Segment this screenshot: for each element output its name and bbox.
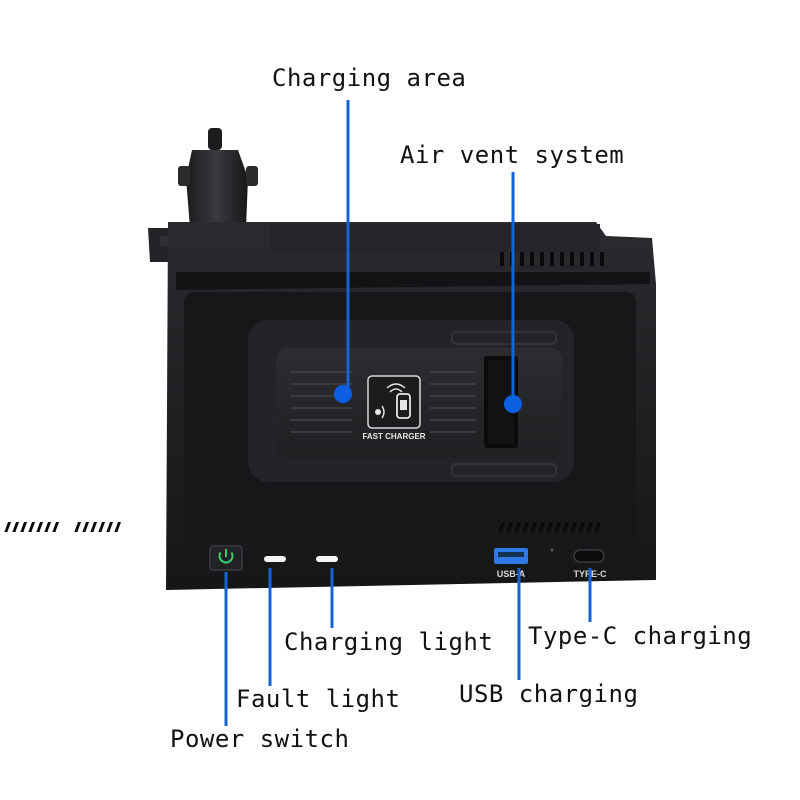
callout-air-vent-system: Air vent system <box>400 141 625 169</box>
callout-dot-charging-area <box>334 385 352 403</box>
callout-power-switch: Power switch <box>170 725 350 753</box>
usb-a-port[interactable] <box>494 548 528 564</box>
callout-charging-light: Charging light <box>284 628 494 656</box>
usb-port-label: USB-A <box>497 569 526 579</box>
callout-fault-light: Fault light <box>236 685 401 713</box>
fast-charger-badge <box>367 375 421 429</box>
indicator-dot <box>550 548 554 552</box>
bottom-vent-left <box>4 522 122 532</box>
bottom-vent-right <box>498 522 602 532</box>
charging-light <box>316 556 338 562</box>
fault-light <box>264 556 286 562</box>
callout-lines <box>224 100 592 726</box>
callout-usb-charging: USB charging <box>459 680 639 708</box>
power-icon <box>218 549 234 564</box>
fast-charger-label: FAST CHARGER <box>362 432 425 441</box>
callout-dot-air-vent <box>504 395 522 413</box>
callout-charging-area: Charging area <box>272 64 467 92</box>
mount-knob <box>178 128 258 228</box>
power-switch[interactable] <box>209 545 243 571</box>
callout-type-c-charging: Type-C charging <box>528 622 753 650</box>
type-c-port[interactable] <box>573 549 605 563</box>
